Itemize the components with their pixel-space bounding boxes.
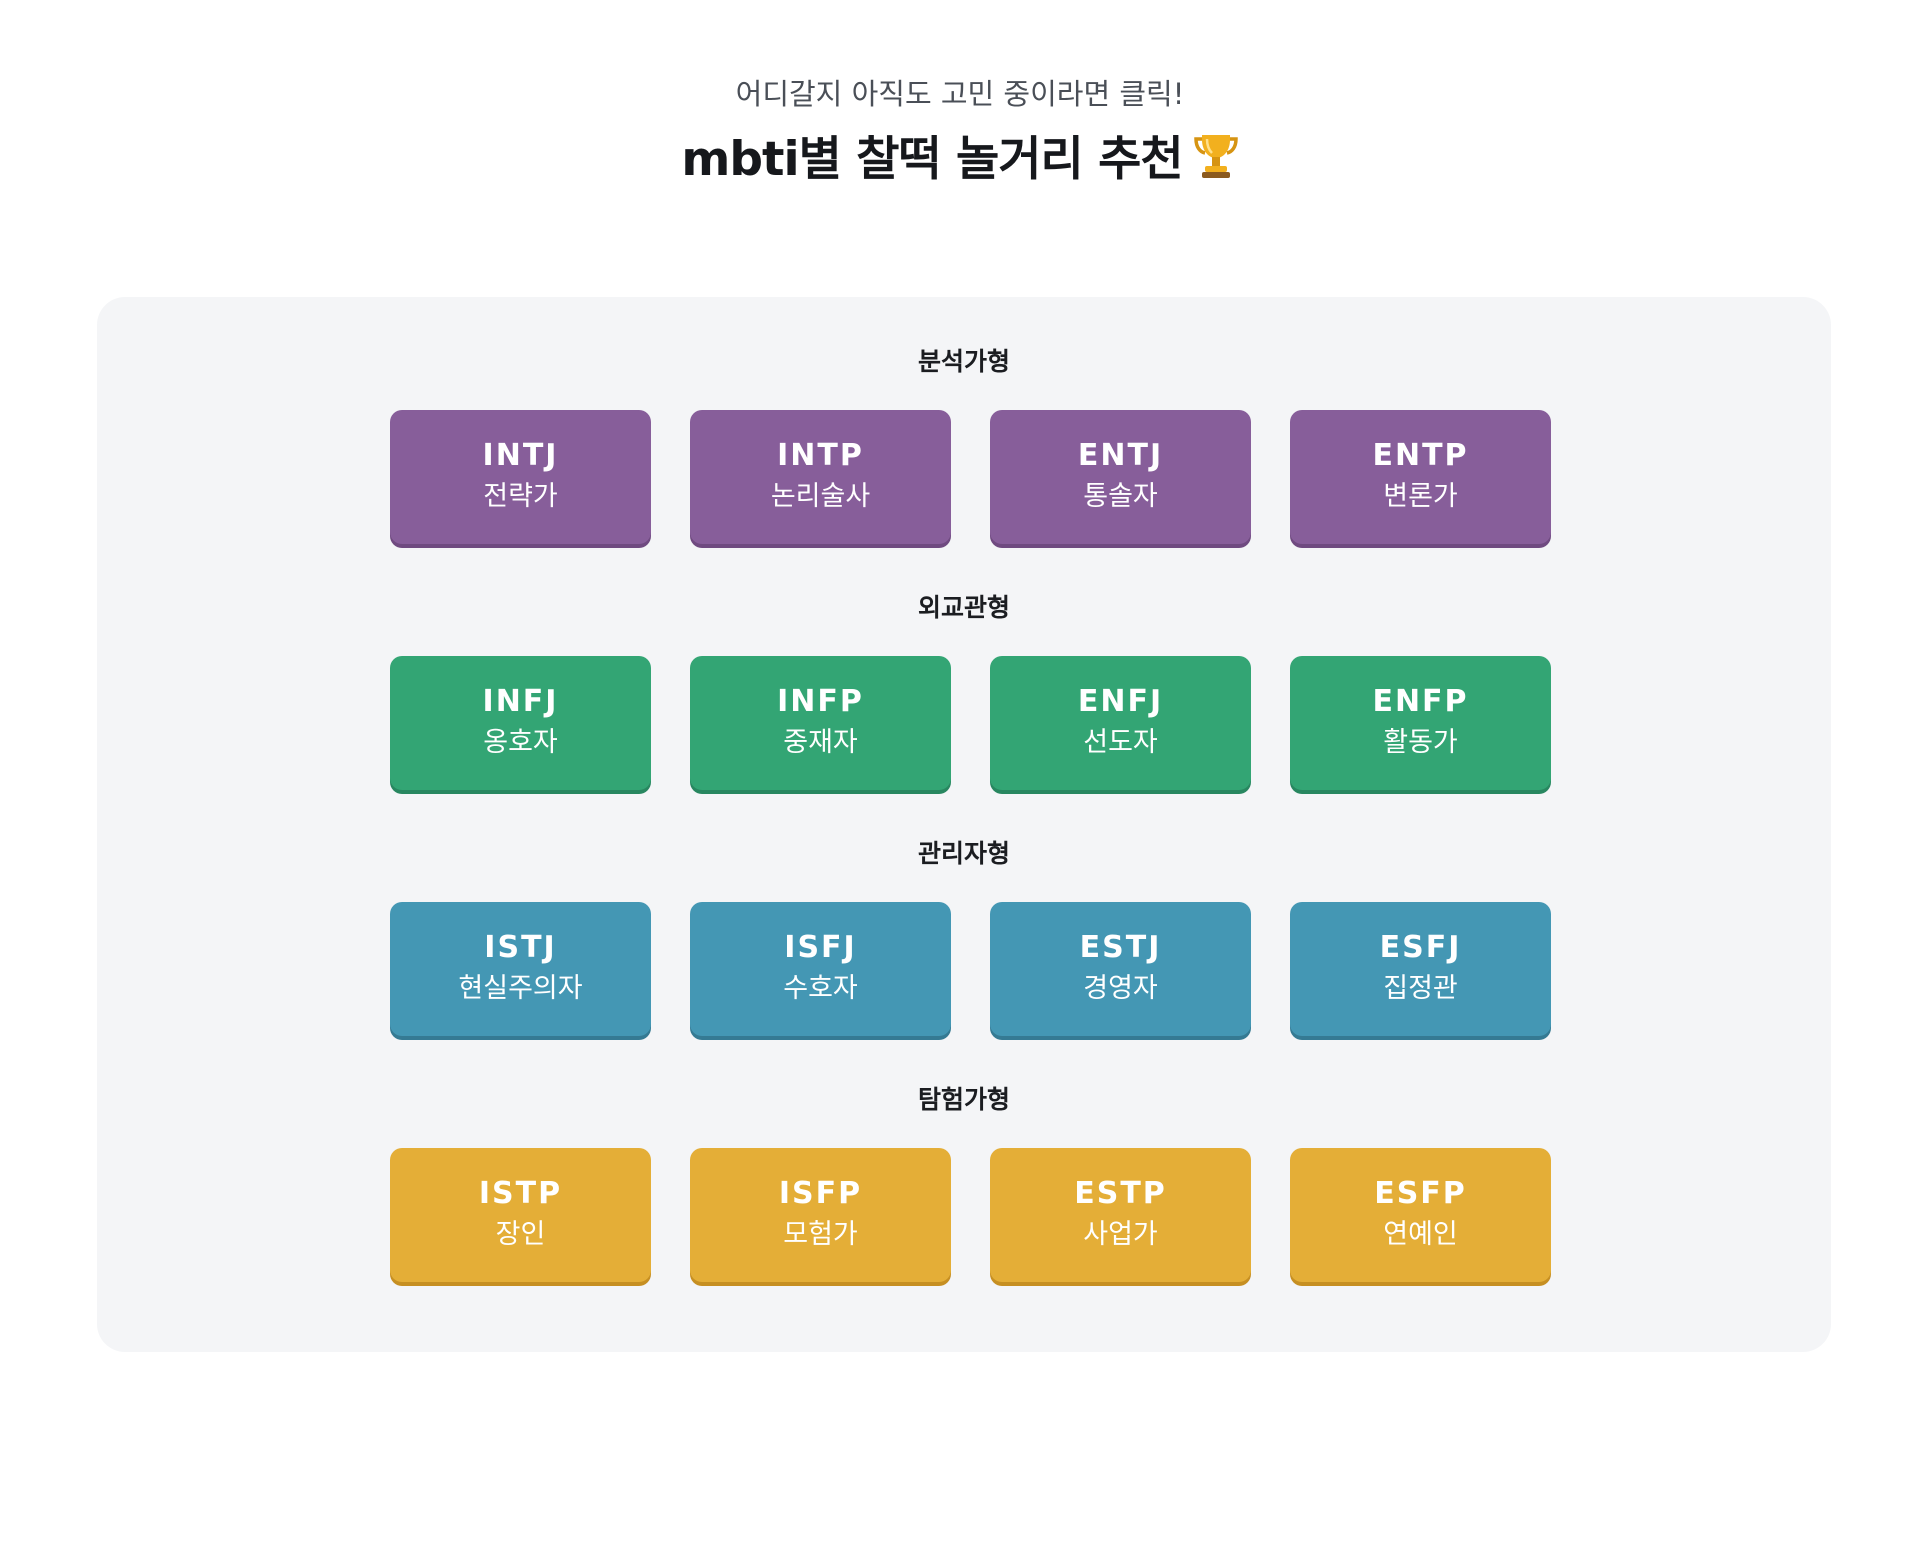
mbti-name: 수호자 [783,973,858,1004]
mbti-card-istj[interactable]: ISTJ 현실주의자 [390,902,651,1036]
mbti-code: ISTP [478,1176,563,1211]
page-title-row: mbti별 찰떡 놀거리 추천 [0,131,1920,189]
mbti-name: 사업가 [1083,1219,1158,1250]
mbti-card-isfp[interactable]: ISFP 모험가 [690,1148,951,1282]
mbti-name: 선도자 [1083,727,1158,758]
mbti-name: 경영자 [1083,973,1158,1004]
trophy-icon [1193,135,1238,178]
group-title-analysts: 분석가형 [917,347,1010,376]
mbti-name: 연예인 [1383,1219,1458,1250]
mbti-card-entp[interactable]: ENTP 변론가 [1290,410,1551,544]
mbti-code: ISFJ [784,930,857,965]
mbti-code: ENFP [1372,684,1469,719]
group-title-diplomats: 외교관형 [917,593,1010,622]
mbti-code: ESTJ [1079,930,1162,965]
mbti-card-entj[interactable]: ENTJ 통솔자 [990,410,1251,544]
mbti-code: ENTP [1372,438,1469,473]
mbti-name: 현실주의자 [458,973,583,1004]
mbti-card-isfj[interactable]: ISFJ 수호자 [690,902,951,1036]
mbti-card-enfj[interactable]: ENFJ 선도자 [990,656,1251,790]
mbti-code: INFJ [482,684,559,719]
mbti-name: 변론가 [1383,481,1458,512]
mbti-card-infj[interactable]: INFJ 옹호자 [390,656,651,790]
mbti-name: 논리술사 [770,481,871,512]
mbti-card-istp[interactable]: ISTP 장인 [390,1148,651,1282]
mbti-code: ISTJ [484,930,557,965]
mbti-code: ESFJ [1379,930,1462,965]
page-title: mbti별 찰떡 놀거리 추천 [681,132,1183,187]
mbti-code: INTJ [482,438,559,473]
mbti-name: 모험가 [783,1219,858,1250]
group-title-explorers: 탐험가형 [917,1085,1010,1114]
group-title-sentinels: 관리자형 [917,839,1010,868]
mbti-card-intj[interactable]: INTJ 전략가 [390,410,651,544]
mbti-name: 통솔자 [1083,481,1158,512]
mbti-card-estj[interactable]: ESTJ 경영자 [990,902,1251,1036]
mbti-code: ISFP [778,1176,863,1211]
mbti-code: ENFJ [1077,684,1164,719]
mbti-name: 옹호자 [483,727,558,758]
mbti-name: 집정관 [1383,973,1458,1004]
mbti-card-esfp[interactable]: ESFP 연예인 [1290,1148,1551,1282]
mbti-card-enfp[interactable]: ENFP 활동가 [1290,656,1551,790]
mbti-code: ESTP [1074,1176,1167,1211]
mbti-code: ESFP [1374,1176,1467,1211]
mbti-name: 중재자 [783,727,858,758]
page-subtitle: 어디갈지 아직도 고민 중이라면 클릭! [735,77,1185,111]
mbti-name: 활동가 [1383,727,1458,758]
mbti-card-intp[interactable]: INTP 논리술사 [690,410,951,544]
mbti-panel: 분석가형 INTJ 전략가 INTP 논리술사 ENTJ 통솔자 ENTP 변론… [97,297,1831,1352]
mbti-card-estp[interactable]: ESTP 사업가 [990,1148,1251,1282]
mbti-name: 장인 [495,1219,546,1250]
mbti-card-infp[interactable]: INFP 중재자 [690,656,951,790]
mbti-code: INTP [777,438,864,473]
mbti-card-esfj[interactable]: ESFJ 집정관 [1290,902,1551,1036]
mbti-code: ENTJ [1077,438,1164,473]
mbti-code: INFP [777,684,864,719]
mbti-name: 전략가 [483,481,558,512]
